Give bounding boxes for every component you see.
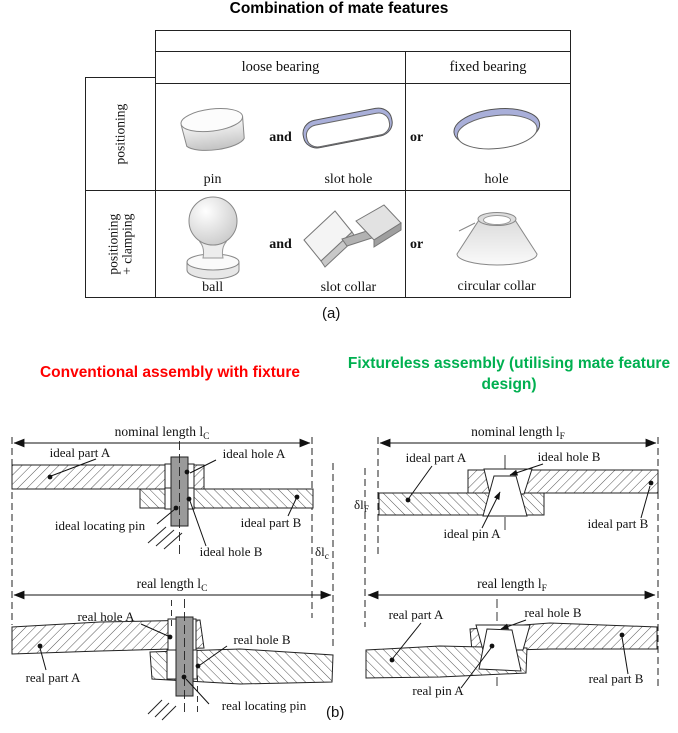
- pin-caption: pin: [203, 172, 222, 187]
- conjunction-or-row1: or: [410, 130, 424, 145]
- delta-lf-label: δlF: [354, 497, 369, 515]
- ground-hatch-marks-real: [147, 699, 177, 721]
- hole-icon: [453, 107, 540, 149]
- leader-dots-real-f: [389, 632, 625, 663]
- fixtureless-real-diagram: real length lF real part A real hole B r…: [365, 576, 658, 698]
- leader-dots-real: [37, 634, 201, 680]
- fixed-bearing-label: fixed bearing: [449, 59, 527, 75]
- real-part-a-label: real part A: [26, 670, 81, 685]
- ground-hatch-marks: [147, 526, 183, 550]
- ideal-part-b-label: ideal part B: [241, 515, 302, 530]
- conjunction-or-row2: or: [410, 237, 424, 252]
- ideal-part-b-label-f: ideal part B: [588, 516, 649, 531]
- real-length-label-f: real length lF: [477, 576, 547, 594]
- pin-icon: [180, 107, 245, 151]
- ideal-part-a-label-f: ideal part A: [406, 450, 467, 465]
- ball-item: ball: [158, 194, 267, 296]
- circular-collar-item: circular collar: [425, 194, 568, 296]
- circular-collar-icon: [456, 211, 538, 265]
- ideal-hole-b-label-f: ideal hole B: [538, 449, 601, 464]
- real-hole-b-label: real hole B: [233, 632, 290, 647]
- loose-bearing-label: loose bearing: [241, 59, 320, 75]
- ideal-hole-b-label: ideal hole B: [200, 544, 263, 559]
- leader-dots-f: [405, 480, 654, 503]
- ball-icon: [186, 196, 240, 280]
- panel-a-caption: (a): [322, 305, 341, 322]
- cell-hole: or hole: [405, 83, 571, 191]
- leader-dots: [47, 469, 300, 511]
- real-part-a-shape: [11, 619, 205, 655]
- slot-hole-item: slot hole: [294, 87, 403, 189]
- circular-collar-caption: circular collar: [457, 279, 536, 294]
- real-pin-a-label-f: real pin A: [412, 683, 464, 698]
- hole-caption: hole: [484, 172, 509, 187]
- real-locating-pin-label: real locating pin: [222, 698, 307, 713]
- panel-b-caption: (b): [326, 704, 345, 721]
- ideal-pin-a-shape-f: [482, 475, 528, 517]
- hole-item: hole: [425, 87, 568, 189]
- fixtureless-assembly-title: Fixtureless assembly (utilising mate fea…: [347, 355, 671, 393]
- ideal-pin-a-label-f: ideal pin A: [443, 526, 501, 541]
- fixtureless-ideal-diagram: nominal length lF ideal part A ideal hol…: [354, 424, 659, 690]
- delta-lc-label: δlc: [315, 544, 329, 562]
- pin-item: pin: [158, 87, 267, 189]
- real-part-a-label-f: real part A: [389, 607, 444, 622]
- ideal-locating-pin-label: ideal locating pin: [55, 518, 146, 533]
- cell-pin-and-slot-hole: pin and slot hole: [155, 83, 406, 191]
- panel-a-title: Combination of mate features: [229, 0, 449, 17]
- slot-hole-icon: [302, 107, 394, 148]
- row-header-positioning-clamping: positioning + clamping: [85, 190, 156, 298]
- slot-collar-item: slot collar: [294, 194, 403, 296]
- nominal-length-label: nominal length lC: [115, 424, 210, 442]
- nominal-length-label-f: nominal length lF: [471, 424, 565, 442]
- conventional-ideal-diagram: nominal length lC ideal part A: [11, 424, 334, 650]
- ball-caption: ball: [202, 280, 224, 295]
- cell-ball-and-slot-collar: ball and slot collar: [155, 190, 406, 298]
- slot-collar-icon: [303, 204, 403, 268]
- slot-collar-caption: slot collar: [320, 280, 377, 295]
- ideal-hole-a-label: ideal hole A: [223, 446, 286, 461]
- real-pin-a-shape-f: [478, 628, 522, 672]
- conventional-real-diagram: real length lC real hole A real ho: [11, 576, 334, 721]
- leader-lines-real-f: [392, 619, 629, 689]
- conventional-assembly-title: Conventional assembly with fixture: [39, 364, 301, 381]
- real-part-b-label-f: real part B: [589, 671, 644, 686]
- slot-hole-caption: slot hole: [324, 172, 373, 187]
- column-header-fixed-bearing: fixed bearing: [405, 51, 571, 84]
- conjunction-and-row2: and: [269, 237, 292, 252]
- conjunction-and-row1: and: [269, 130, 292, 145]
- real-hole-b-label-f: real hole B: [524, 605, 581, 620]
- real-hole-a-label: real hole A: [77, 609, 135, 624]
- leader-lines-f: [408, 463, 651, 529]
- mate-feature-table: loose bearing fixed bearing positioning …: [85, 30, 571, 298]
- leader-lines: [50, 458, 297, 547]
- cell-circular-collar: or circular collar: [405, 190, 571, 298]
- real-length-label: real length lC: [137, 576, 208, 594]
- ideal-part-a-label: ideal part A: [50, 445, 111, 460]
- leader-lines-real: [39, 623, 228, 705]
